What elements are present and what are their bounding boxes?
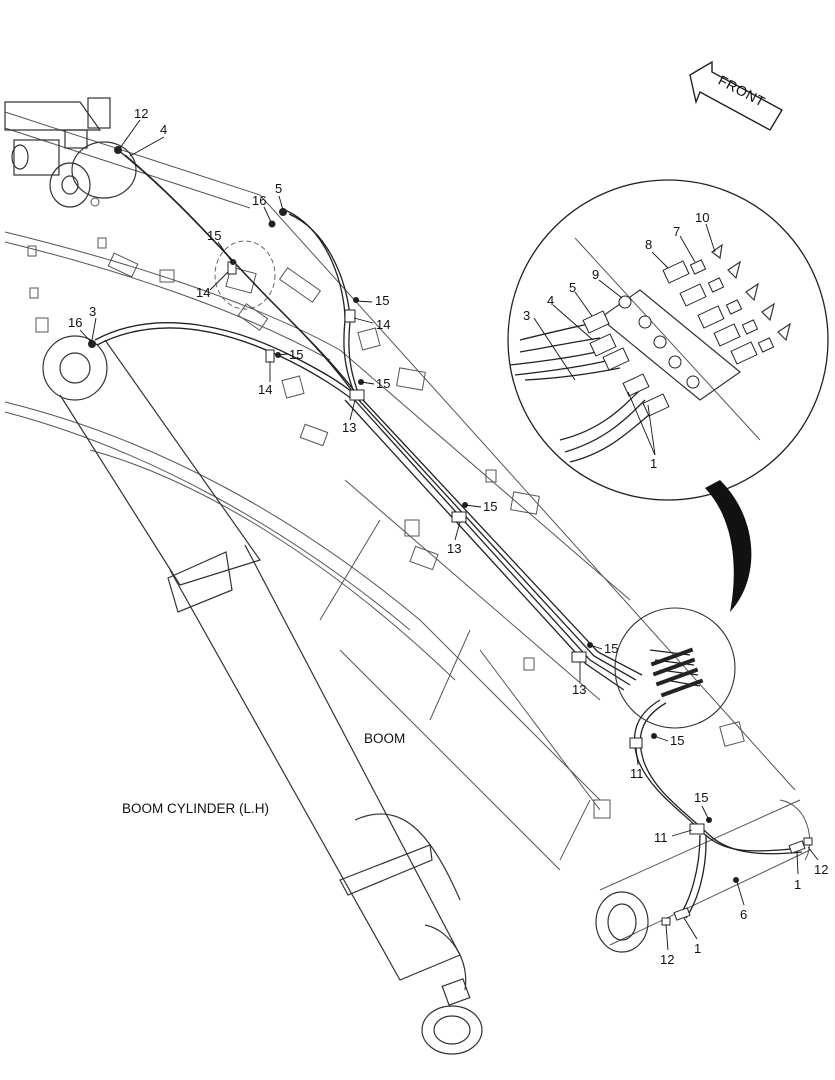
callout-13: 13 bbox=[342, 420, 356, 435]
part-callouts: 12 4 16 5 15 14 3 16 15 14 15 14 15 13 1… bbox=[68, 106, 828, 967]
callout-14: 14 bbox=[376, 317, 390, 332]
callout-4: 4 bbox=[160, 122, 167, 137]
boom-cylinder-label: BOOM CYLINDER (L.H) bbox=[122, 801, 269, 816]
detail-callout-1: 1 bbox=[650, 456, 657, 471]
callout-12: 12 bbox=[134, 106, 148, 121]
detail-callout-9: 9 bbox=[592, 267, 599, 282]
callout-3: 3 bbox=[89, 304, 96, 319]
detail-callout-5: 5 bbox=[569, 280, 576, 295]
callout-16: 16 bbox=[68, 315, 82, 330]
component-labels: BOOM BOOM CYLINDER (L.H) bbox=[122, 731, 405, 816]
detail-callout-ring bbox=[614, 607, 736, 729]
callout-15: 15 bbox=[289, 347, 303, 362]
clamps bbox=[88, 146, 813, 926]
leader-lines bbox=[79, 119, 819, 951]
callout-15: 15 bbox=[483, 499, 497, 514]
callout-12: 12 bbox=[660, 952, 674, 967]
fittings-row bbox=[582, 243, 791, 417]
callout-11: 11 bbox=[630, 766, 644, 781]
callout-12: 12 bbox=[814, 862, 828, 877]
front-direction-arrow: FRONT bbox=[689, 60, 783, 131]
callout-15: 15 bbox=[670, 733, 684, 748]
callout-15: 15 bbox=[376, 376, 390, 391]
detail-part-callouts: 8 7 10 9 5 4 3 1 bbox=[523, 210, 709, 471]
detail-callout-7: 7 bbox=[673, 224, 680, 239]
callout-13: 13 bbox=[447, 541, 461, 556]
callout-6: 6 bbox=[740, 907, 747, 922]
callout-11: 11 bbox=[654, 830, 668, 845]
boom-cylinder bbox=[42, 335, 483, 1055]
detail-callout-8: 8 bbox=[645, 237, 652, 252]
detail-callout-10: 10 bbox=[695, 210, 709, 225]
callout-13: 13 bbox=[572, 682, 586, 697]
detail-callout-3: 3 bbox=[523, 308, 530, 323]
callout-1: 1 bbox=[694, 941, 701, 956]
callout-14: 14 bbox=[258, 382, 272, 397]
callout-14: 14 bbox=[196, 285, 210, 300]
callout-15: 15 bbox=[694, 790, 708, 805]
callout-16: 16 bbox=[252, 193, 266, 208]
callout-1: 1 bbox=[794, 877, 801, 892]
detail-enlargement bbox=[507, 179, 829, 612]
callout-15: 15 bbox=[207, 228, 221, 243]
callout-15: 15 bbox=[604, 641, 618, 656]
callout-5: 5 bbox=[275, 181, 282, 196]
detail-callout-4: 4 bbox=[547, 293, 554, 308]
boom-label: BOOM bbox=[364, 731, 405, 746]
callout-15: 15 bbox=[375, 293, 389, 308]
